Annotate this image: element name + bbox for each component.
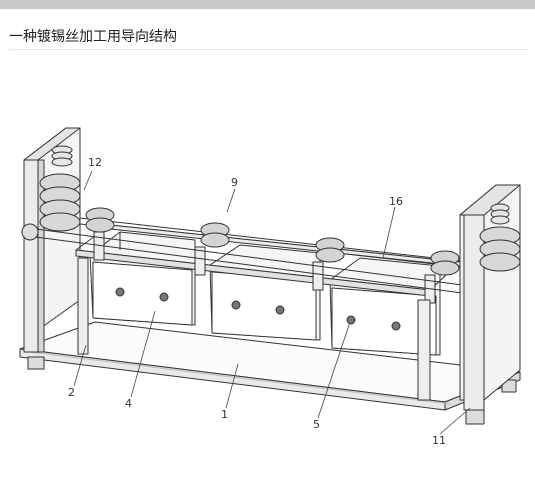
label-16: 16 [389,195,403,208]
page-title: 一种镀锡丝加工用导向结构 [9,29,177,45]
guide-structure-drawing: 12 9 16 2 4 1 5 11 [19,127,521,447]
label-12: 12 [88,156,102,169]
label-1: 1 [221,408,228,421]
label-9: 9 [231,176,238,189]
right-tower [459,184,521,411]
leader-lines [73,170,471,435]
label-4: 4 [125,397,132,410]
guide-rollers [85,207,460,276]
title-divider [9,49,529,50]
label-5: 5 [313,418,320,431]
patent-figure: 12 9 16 2 4 1 5 11 [0,60,535,492]
left-tower [23,127,81,353]
label-11: 11 [432,434,446,447]
top-bar [0,0,535,9]
label-2: 2 [68,386,75,399]
legs [77,257,431,401]
